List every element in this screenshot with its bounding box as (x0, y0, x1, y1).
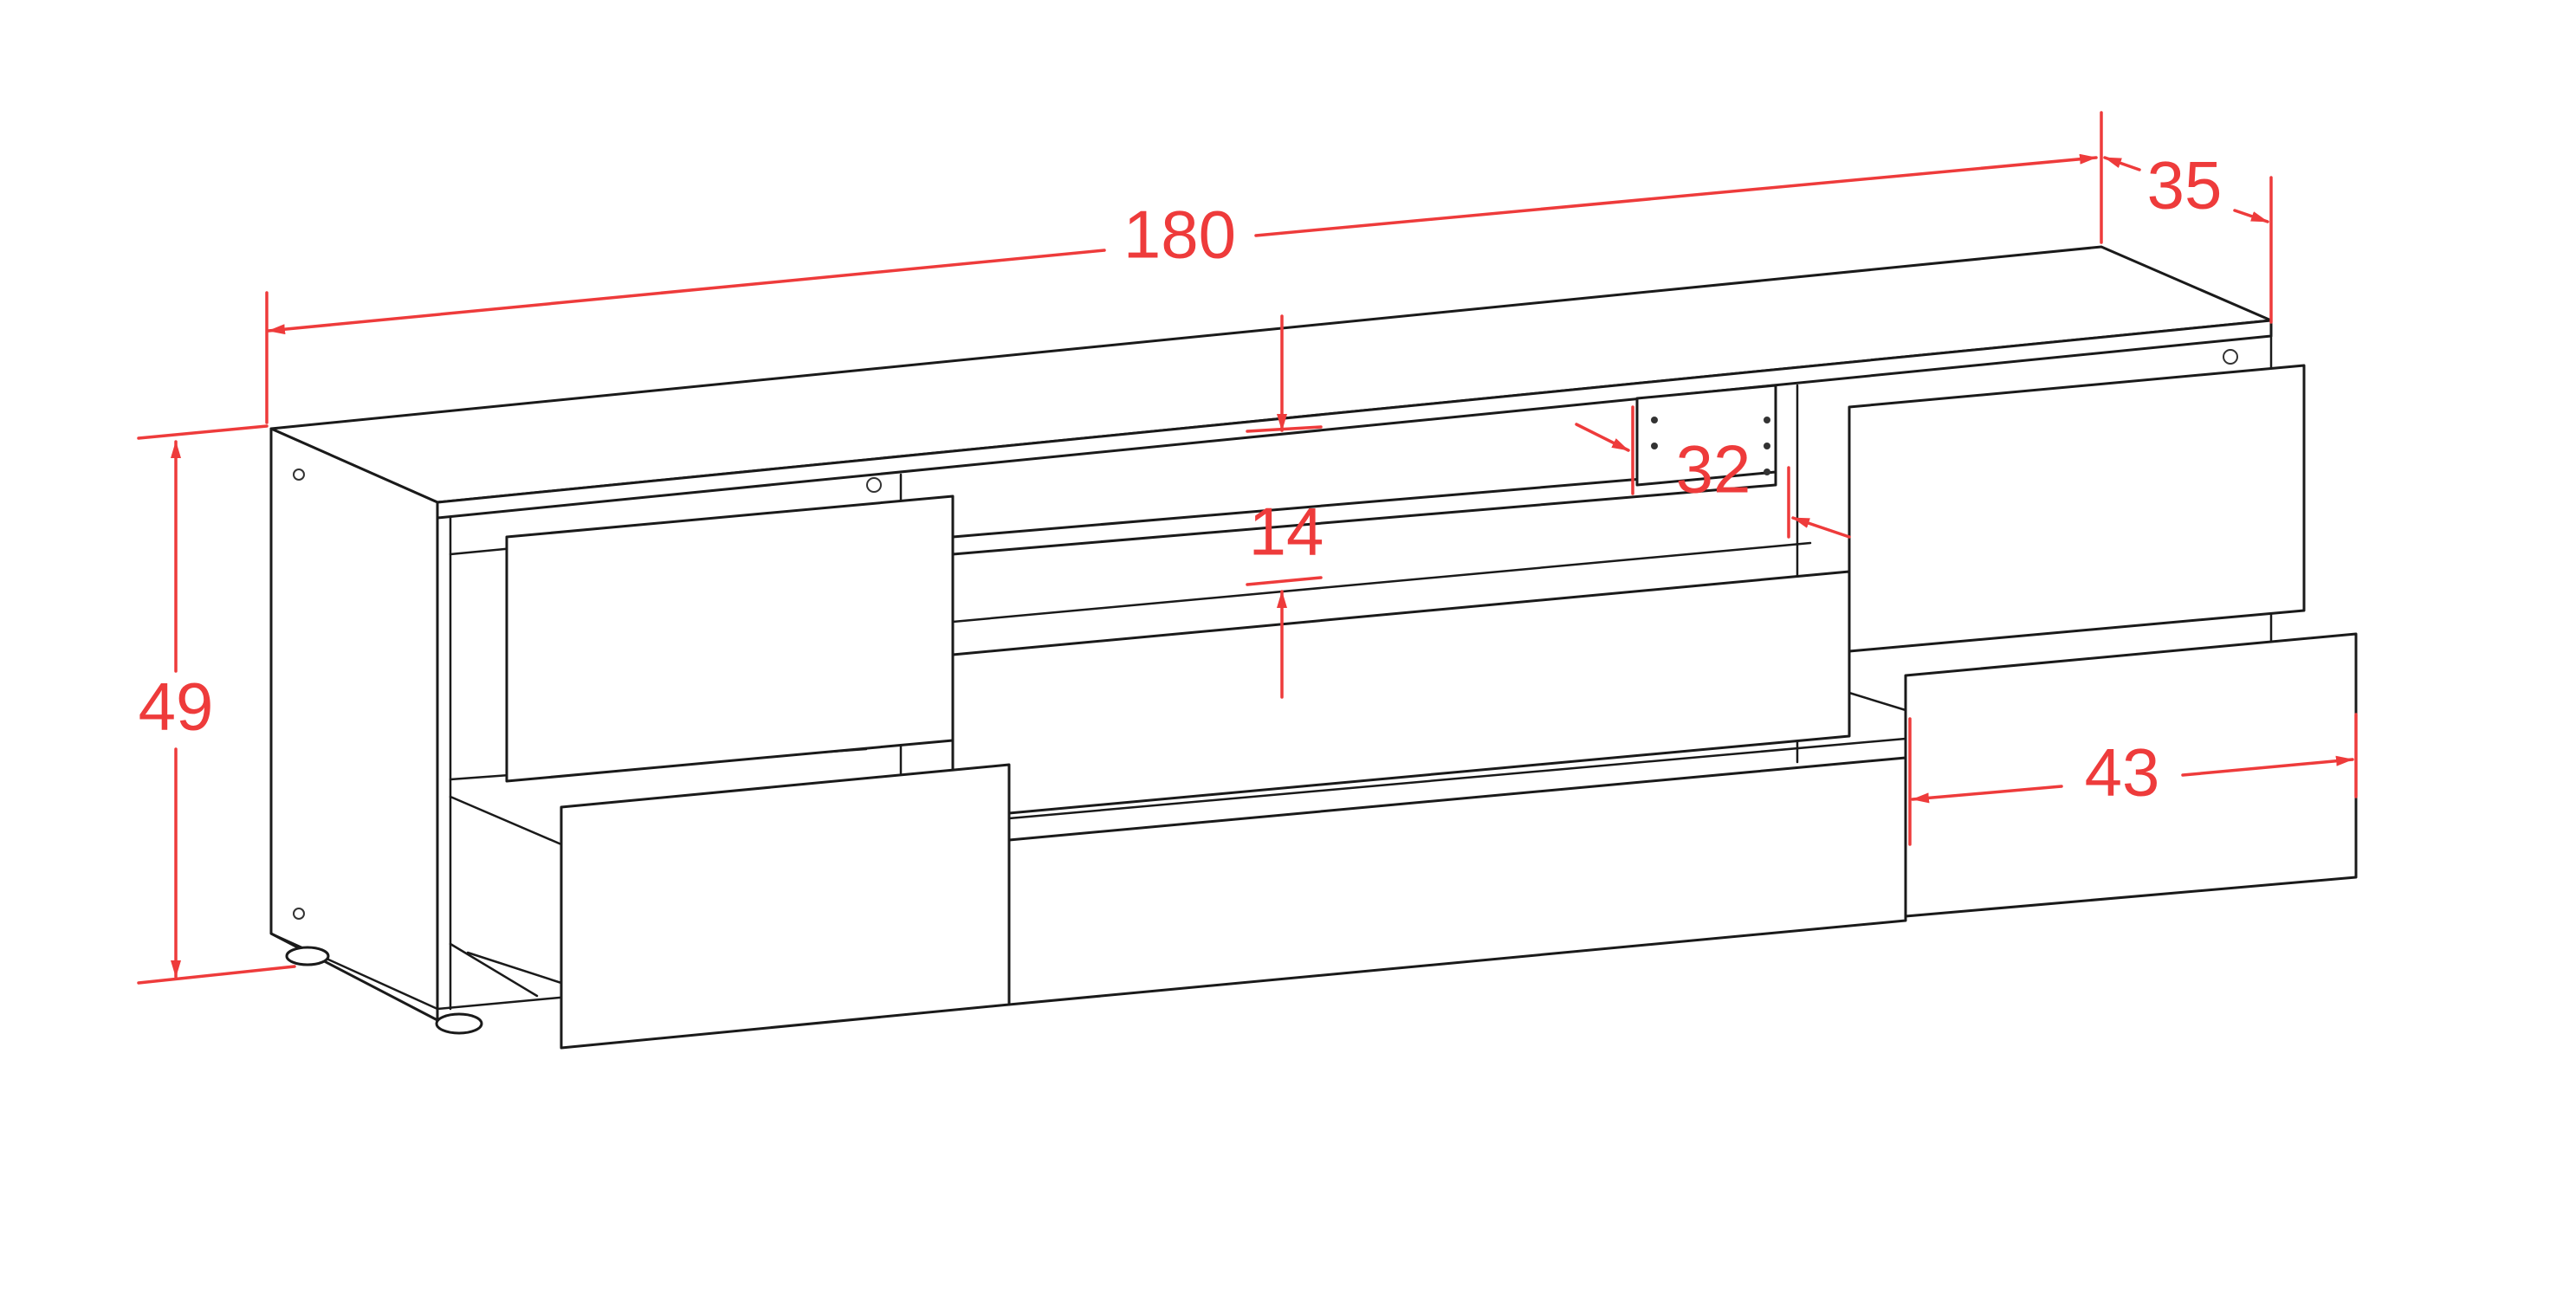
drawer-top-left (505, 494, 955, 783)
drawer-width-label: 43 (2085, 734, 2160, 811)
left-side-panel (269, 427, 439, 1022)
drawer-arrow-right (2181, 755, 2354, 777)
foot-front (435, 1012, 483, 1035)
ext-line-top (137, 424, 269, 440)
compartment-tick-bottom (1246, 576, 1323, 586)
inner-bottom-line (449, 942, 539, 998)
cabinet-body (269, 245, 2273, 1035)
drawer-bottom-left-floor (466, 951, 563, 985)
drawer-bottom-middle (1007, 756, 1907, 1006)
ext-line-bottom (137, 965, 296, 985)
compartment-label: 14 (1249, 494, 1324, 570)
drawers (449, 364, 2358, 1050)
hole-dot (1764, 469, 1770, 475)
width-label: 180 (1123, 197, 1236, 273)
hinge-hole (293, 469, 305, 481)
shelf-back-line (951, 541, 1812, 624)
hole-dot (1651, 443, 1658, 449)
hole-dot (1764, 417, 1770, 423)
hinge-hole (2223, 349, 2238, 365)
side-compartment-label: 32 (1676, 431, 1751, 507)
hinge-hole (293, 908, 305, 920)
drawer-bottom-right (1904, 632, 2358, 918)
drawer-top-right (1848, 364, 2306, 653)
hinge-hole (866, 477, 882, 493)
depth-arrow-left (2103, 156, 2141, 171)
depth-label: 35 (2147, 147, 2223, 223)
drawer-bottom-left-side (449, 795, 563, 846)
height-label: 49 (139, 669, 214, 745)
drawer-arrow-left (1911, 785, 2063, 804)
drawer-bottom-right-side (1848, 691, 1907, 712)
side-compartment-arrow-left (1575, 423, 1630, 452)
drawer-bottom-middle-top (1007, 737, 1907, 820)
side-compartment-arrow-right (1791, 516, 1851, 539)
width-arrow-left (267, 249, 1106, 335)
dimension-annotations: 180 35 49 14 32 43 (137, 111, 2358, 985)
depth-arrow-right (2233, 209, 2269, 223)
drawer-middle (951, 570, 1851, 820)
back-panel-section (1635, 384, 1777, 487)
hole-dot (1651, 417, 1658, 423)
foot-left (285, 946, 330, 966)
compartment-tick-top (1246, 425, 1323, 433)
drawer-bottom-left (560, 763, 1011, 1050)
width-arrow-right (1254, 153, 2098, 237)
hole-dot (1764, 443, 1770, 449)
